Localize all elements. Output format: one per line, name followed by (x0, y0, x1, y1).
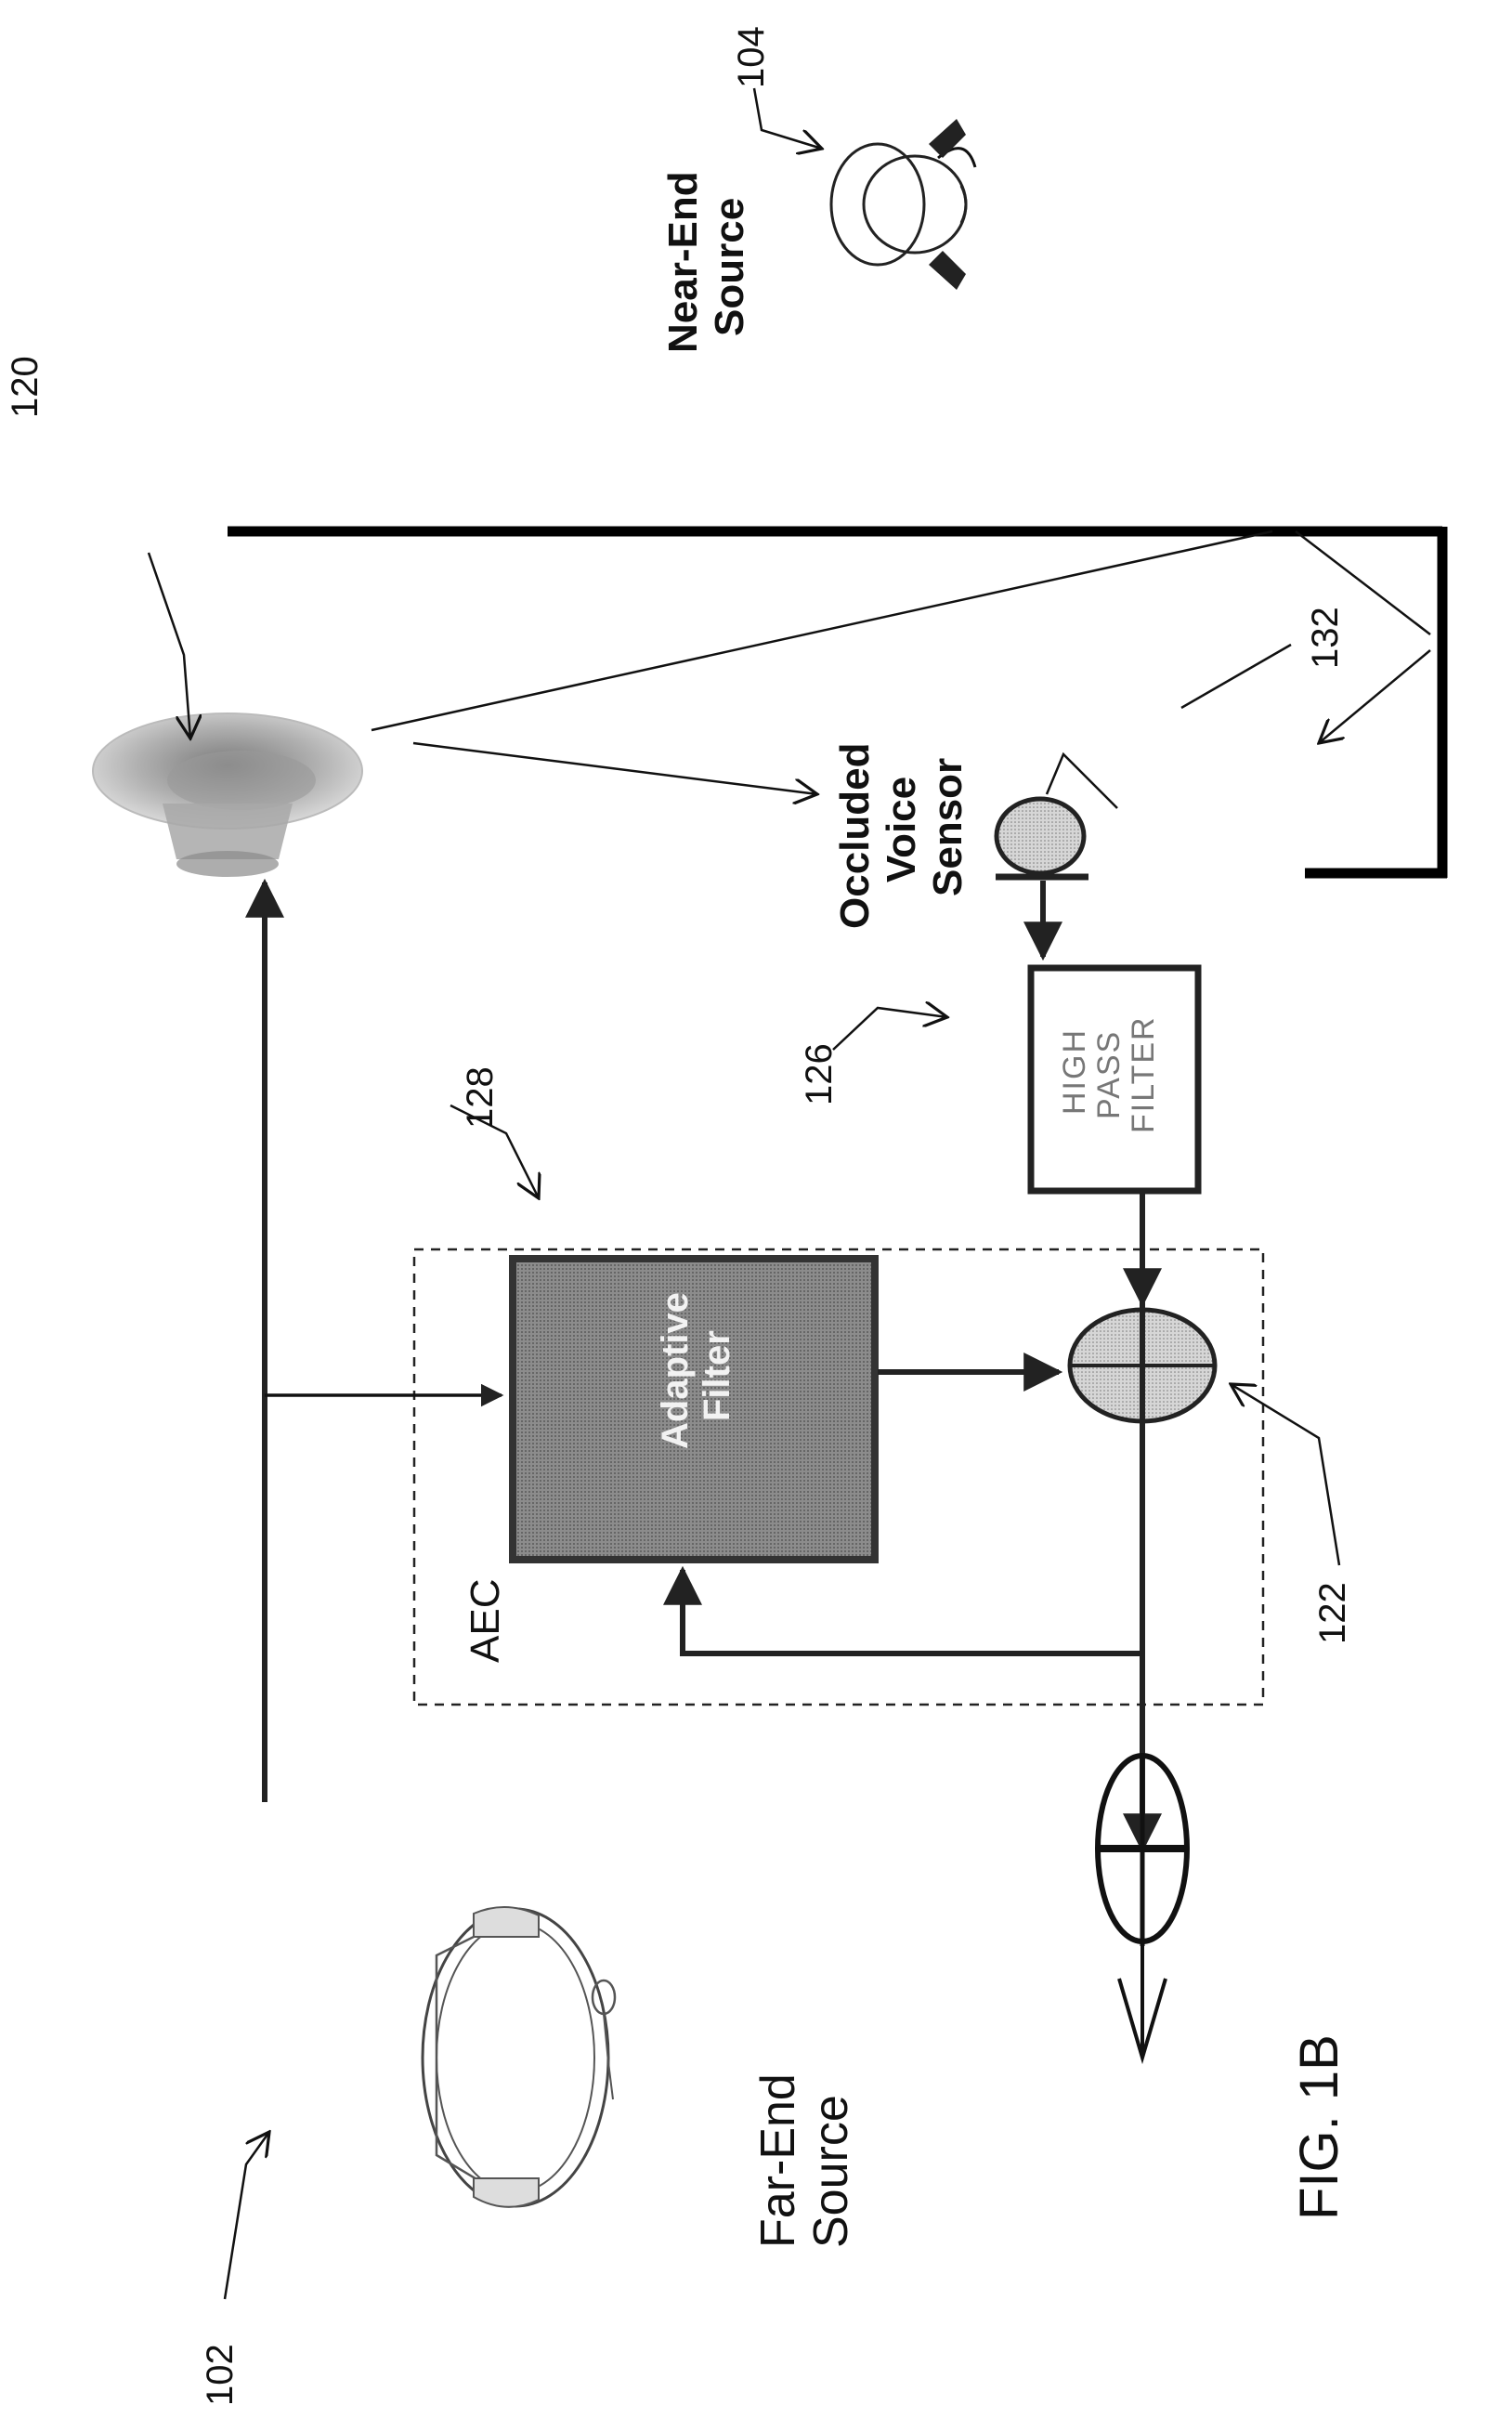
far-end-source-headset-icon (423, 1907, 615, 2207)
ref-104-label: 104 (731, 26, 772, 88)
ref-120-label: 120 (5, 356, 46, 418)
ref-122-label: 122 (1312, 1582, 1353, 1644)
ref-126-label: 126 (799, 1043, 840, 1105)
ref-132-label: 132 (1305, 607, 1346, 669)
adaptive-filter-label-line1: Adaptive (655, 1292, 696, 1449)
speaker-icon (93, 713, 362, 877)
output-summing-node (1098, 1756, 1187, 2058)
far-end-source-label-line1: Far-End (751, 2073, 805, 2248)
acoustic-path-lines (371, 531, 1430, 794)
ref-128-label: 128 (460, 1066, 501, 1129)
error-feedback-signal (683, 1570, 1142, 1653)
near-end-source-head-icon (831, 119, 975, 290)
high-pass-filter-block: HIGH PASS FILTER (1031, 968, 1198, 1191)
near-end-source-label-line1: Near-End (660, 171, 706, 353)
voice-sensor-microphone-icon (996, 799, 1088, 877)
hpf-label-line2: PASS (1091, 1030, 1127, 1119)
ref-102-label: 102 (200, 2344, 241, 2406)
hpf-label-line3: FILTER (1126, 1015, 1161, 1133)
ref-104-leader (754, 88, 822, 149)
occluded-voice-sensor-label-line3: Sensor (925, 758, 971, 896)
near-end-source-label-line2: Source (707, 198, 752, 336)
adaptive-filter-block: Adaptive Filter (513, 1259, 875, 1560)
aec-label: AEC (463, 1579, 508, 1663)
occluded-voice-sensor-label-line1: Occluded (832, 743, 878, 930)
occluded-voice-sensor-label-line2: Voice (879, 777, 924, 882)
ref-120-leader (149, 553, 190, 738)
ref-126-leader (833, 1008, 947, 1050)
figure-caption: FIG. 1B (1289, 2034, 1349, 2220)
adaptive-filter-label-line2: Filter (697, 1330, 737, 1421)
ref-102-leader (225, 2132, 269, 2299)
ref-122-leader (1231, 1384, 1339, 1565)
hpf-label-line1: HIGH (1057, 1028, 1092, 1115)
far-end-source-label-line2: Source (804, 2095, 858, 2248)
